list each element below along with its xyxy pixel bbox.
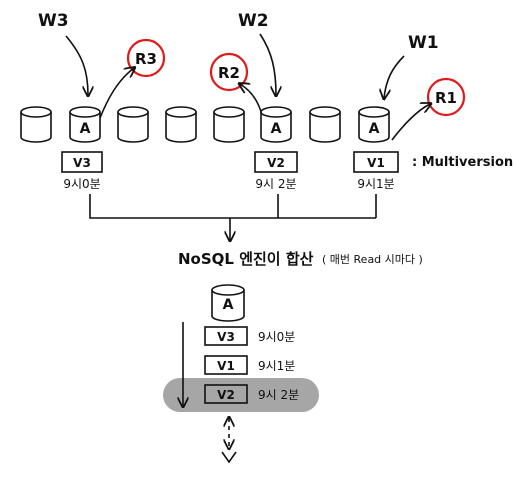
storage-node [213, 106, 245, 143]
cylinder-top [165, 106, 197, 118]
cylinder-label: A [369, 121, 380, 137]
merge-note: ( 매번 Read 시마다 ) [322, 253, 423, 266]
write-arrow-w2 [259, 33, 276, 95]
storage-node-with-record: A [358, 106, 390, 143]
cylinder-body [117, 112, 149, 143]
version-box-v3: V3 9시0분 [61, 151, 103, 191]
write-arrow-w1 [384, 55, 405, 98]
version-label: V1 [367, 156, 385, 170]
cylinder-top [211, 284, 245, 296]
stack-row-1: V3 9시0분 [204, 326, 295, 346]
cylinder-body [69, 112, 101, 143]
version-box-frame [353, 151, 399, 173]
stack-version-label: V2 [217, 388, 235, 402]
cylinder-body [165, 112, 197, 143]
stack-row-2: V1 9시1분 [204, 355, 295, 375]
reader-label-r1: R1 [435, 89, 457, 107]
version-box-v1: V1 9시1분 [353, 151, 399, 191]
cylinder-body [358, 112, 390, 143]
cylinder-top [358, 106, 390, 118]
storage-node [117, 106, 149, 143]
reader-r3: R3 [126, 38, 166, 78]
version-time: 9시 2분 [255, 177, 296, 191]
cylinder-top [260, 106, 292, 118]
cylinder-body [309, 112, 341, 143]
cylinder-top [309, 106, 341, 118]
reader-label-r3: R3 [135, 50, 157, 68]
stack-box [204, 355, 248, 375]
version-box-frame [254, 151, 298, 173]
version-time: 9시1분 [357, 177, 394, 191]
stack-version-time: 9시1분 [258, 359, 295, 373]
stack-box [204, 384, 248, 404]
version-label: V3 [73, 156, 91, 170]
red-circle [426, 77, 466, 117]
cylinder-top [213, 106, 245, 118]
cylinder-top [20, 106, 52, 118]
cylinder-body [260, 112, 292, 143]
stack-version-time: 9시 2분 [258, 388, 299, 402]
cylinder-body [20, 112, 52, 143]
storage-node [165, 106, 197, 143]
cylinder-top [69, 106, 101, 118]
merged-storage-node: A [211, 284, 245, 322]
version-time: 9시0분 [63, 177, 100, 191]
cylinder-label: A [223, 297, 234, 313]
storage-node-with-record: A [260, 106, 292, 143]
version-box-v2: V2 9시 2분 [254, 151, 298, 191]
storage-node [20, 106, 52, 143]
write-arrow-w3 [65, 35, 88, 95]
reader-r2: R2 [209, 52, 249, 92]
red-circle [209, 52, 249, 92]
writer-label-w2: W2 [238, 11, 269, 31]
multiversion-label: : Multiversion [412, 155, 513, 170]
version-box-frame [61, 151, 103, 173]
read-arrow-r1 [391, 104, 430, 141]
stack-version-label: V3 [217, 330, 235, 344]
read-arrow-r3 [99, 68, 134, 119]
writer-label-w3: W3 [38, 11, 69, 31]
stack-version-time: 9시0분 [258, 330, 295, 344]
cylinder-body [213, 112, 245, 143]
merge-connector [89, 194, 377, 219]
writer-label-w1: W1 [408, 33, 439, 53]
storage-node [309, 106, 341, 143]
merge-title: NoSQL 엔진이 합산 [178, 250, 314, 268]
reader-r1: R1 [426, 77, 466, 117]
cylinder-top [117, 106, 149, 118]
red-circle [126, 38, 166, 78]
stack-version-label: V1 [217, 359, 235, 373]
cylinder-label: A [271, 121, 282, 137]
version-label: V2 [267, 156, 285, 170]
reader-label-r2: R2 [218, 64, 240, 82]
cylinder-label: A [80, 121, 91, 137]
cylinder-body [211, 290, 245, 322]
storage-node-with-record: A [69, 106, 101, 143]
stack-row-3: V2 9시 2분 [204, 384, 299, 404]
stack-box [204, 326, 248, 346]
read-output-arrowhead [221, 451, 237, 464]
